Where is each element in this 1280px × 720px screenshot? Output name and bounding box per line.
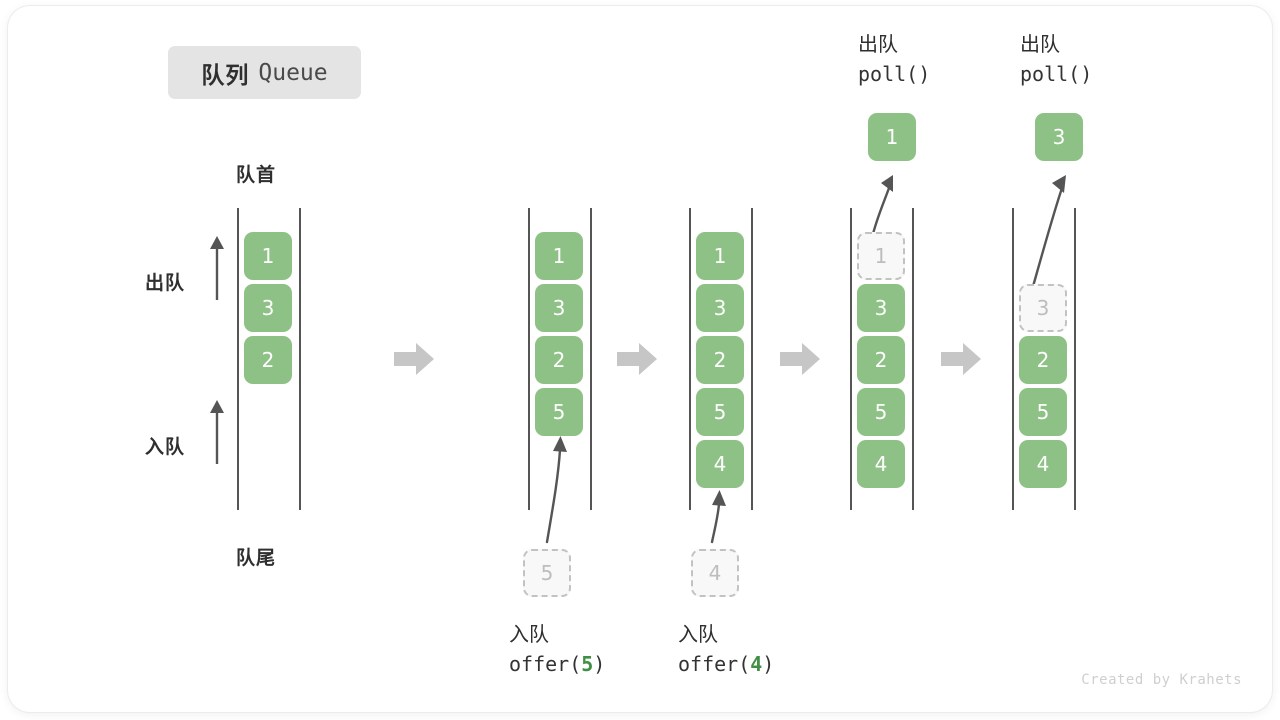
figure-title-cn: 队列 bbox=[201, 62, 250, 89]
queue-element-ghost: 1 bbox=[857, 232, 905, 280]
enqueue-operation-cn: 入队 bbox=[678, 622, 718, 646]
code-suffix: ) bbox=[762, 651, 775, 676]
queue-element: 5 bbox=[535, 388, 583, 436]
queue-tail-label: 队尾 bbox=[236, 547, 277, 569]
figure-title-en: Queue bbox=[258, 59, 328, 86]
enqueue-operation-label: 入队 offer(4) bbox=[678, 620, 774, 679]
code-suffix: ) bbox=[593, 651, 606, 676]
figure-title-badge: 队列 Queue bbox=[168, 46, 361, 99]
dequeue-motion-arrow-icon bbox=[1018, 170, 1078, 292]
enqueue-operation-code: offer(4) bbox=[678, 650, 774, 680]
queue-element: 5 bbox=[1019, 388, 1067, 436]
queue-rail-left bbox=[237, 208, 239, 510]
queue-element: 2 bbox=[244, 336, 292, 384]
queue-element-ghost: 3 bbox=[1019, 284, 1067, 332]
queue-rail-right bbox=[299, 208, 301, 510]
dequeue-operation-code: poll() bbox=[858, 61, 931, 86]
queue-rail-right bbox=[1074, 208, 1076, 510]
dequeue-motion-arrow-icon bbox=[860, 170, 904, 240]
queue-rail-left bbox=[689, 208, 691, 510]
enqueue-operation-cn: 入队 bbox=[509, 622, 549, 646]
dequeue-outgoing-element: 3 bbox=[1035, 113, 1083, 161]
queue-element: 3 bbox=[857, 284, 905, 332]
enqueue-motion-arrow-icon bbox=[700, 486, 736, 544]
queue-rail-left bbox=[1012, 208, 1014, 510]
queue-element: 1 bbox=[244, 232, 292, 280]
queue-element: 5 bbox=[857, 388, 905, 436]
enqueue-operation-code: offer(5) bbox=[509, 650, 605, 680]
dequeue-direction-label: 出队 bbox=[145, 272, 186, 294]
queue-rail-left bbox=[528, 208, 530, 510]
enqueue-incoming-element: 5 bbox=[523, 549, 571, 597]
queue-rail-right bbox=[751, 208, 753, 510]
dequeue-operation-label: 出队 poll() bbox=[1020, 30, 1092, 89]
queue-element: 4 bbox=[857, 440, 905, 488]
queue-element: 3 bbox=[696, 284, 744, 332]
queue-element: 2 bbox=[1019, 336, 1067, 384]
queue-element: 5 bbox=[696, 388, 744, 436]
queue-rail-left bbox=[850, 208, 852, 510]
queue-rail-right bbox=[590, 208, 592, 510]
queue-element: 4 bbox=[1019, 440, 1067, 488]
code-arg: 4 bbox=[750, 651, 763, 676]
code-prefix: offer( bbox=[509, 651, 582, 676]
watermark-credit: Created by Krahets bbox=[1081, 672, 1242, 688]
code-arg: 5 bbox=[581, 651, 594, 676]
dequeue-outgoing-element: 1 bbox=[868, 113, 916, 161]
queue-rail-right bbox=[912, 208, 914, 510]
dequeue-operation-cn: 出队 bbox=[858, 32, 898, 56]
dequeue-operation-label: 出队 poll() bbox=[858, 30, 930, 89]
enqueue-motion-arrow-icon bbox=[530, 432, 578, 544]
flow-arrow-icon bbox=[778, 337, 822, 381]
queue-element: 2 bbox=[535, 336, 583, 384]
queue-element: 1 bbox=[535, 232, 583, 280]
code-prefix: offer( bbox=[678, 651, 751, 676]
queue-element: 3 bbox=[535, 284, 583, 332]
dequeue-direction-arrow-icon bbox=[208, 234, 226, 300]
dequeue-operation-code: poll() bbox=[1020, 61, 1093, 86]
queue-element: 3 bbox=[244, 284, 292, 332]
queue-element: 2 bbox=[696, 336, 744, 384]
flow-arrow-icon bbox=[615, 337, 659, 381]
flow-arrow-icon bbox=[939, 337, 983, 381]
queue-element: 4 bbox=[696, 440, 744, 488]
enqueue-operation-label: 入队 offer(5) bbox=[509, 620, 605, 679]
enqueue-direction-arrow-icon bbox=[208, 398, 226, 464]
enqueue-incoming-element: 4 bbox=[691, 549, 739, 597]
queue-element: 2 bbox=[857, 336, 905, 384]
enqueue-direction-label: 入队 bbox=[145, 436, 186, 458]
flow-arrow-icon bbox=[392, 337, 436, 381]
queue-head-label: 队首 bbox=[236, 164, 277, 186]
queue-element: 1 bbox=[696, 232, 744, 280]
dequeue-operation-cn: 出队 bbox=[1020, 32, 1060, 56]
